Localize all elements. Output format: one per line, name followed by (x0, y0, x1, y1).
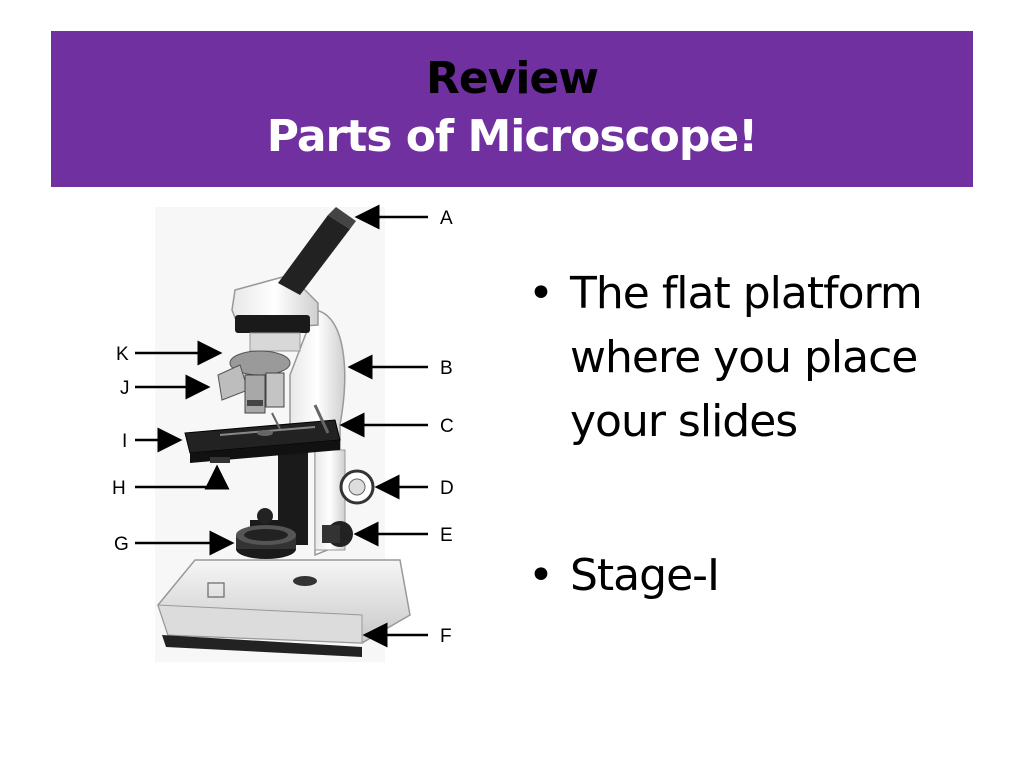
label-f: F (440, 626, 452, 647)
label-k: K (116, 344, 129, 365)
label-h: H (112, 478, 126, 499)
bullet-text-description: The flat platform where you place your s… (570, 268, 922, 447)
bullet-item-answer: • Stage-I (528, 544, 998, 608)
bullet-text-answer: Stage-I (570, 550, 719, 601)
diaphragm-disc (236, 525, 296, 559)
bullet-item-description: • The flat platform where you place your… (528, 262, 998, 454)
label-g: G (114, 534, 129, 555)
bullet-dot: • (528, 262, 553, 326)
bullet-dot: • (528, 544, 553, 608)
microscope-svg: A B C D E F K J I H G (100, 195, 480, 675)
title-banner: Review Parts of Microscope! (51, 31, 973, 187)
microscope-diagram: A B C D E F K J I H G (100, 195, 480, 675)
power-switch (293, 576, 317, 586)
slide-title-parts: Parts of Microscope! (267, 107, 757, 167)
label-j: J (120, 378, 130, 399)
label-b: B (440, 358, 453, 379)
label-i: I (122, 431, 127, 452)
fine-knob (257, 508, 273, 524)
bullet-list: • The flat platform where you place your… (528, 262, 998, 608)
slide-title-review: Review (426, 51, 598, 107)
coarse-focus-knob (341, 471, 373, 503)
label-e: E (440, 525, 453, 546)
label-d: D (440, 478, 454, 499)
label-a: A (440, 208, 453, 229)
label-c: C (440, 416, 454, 437)
